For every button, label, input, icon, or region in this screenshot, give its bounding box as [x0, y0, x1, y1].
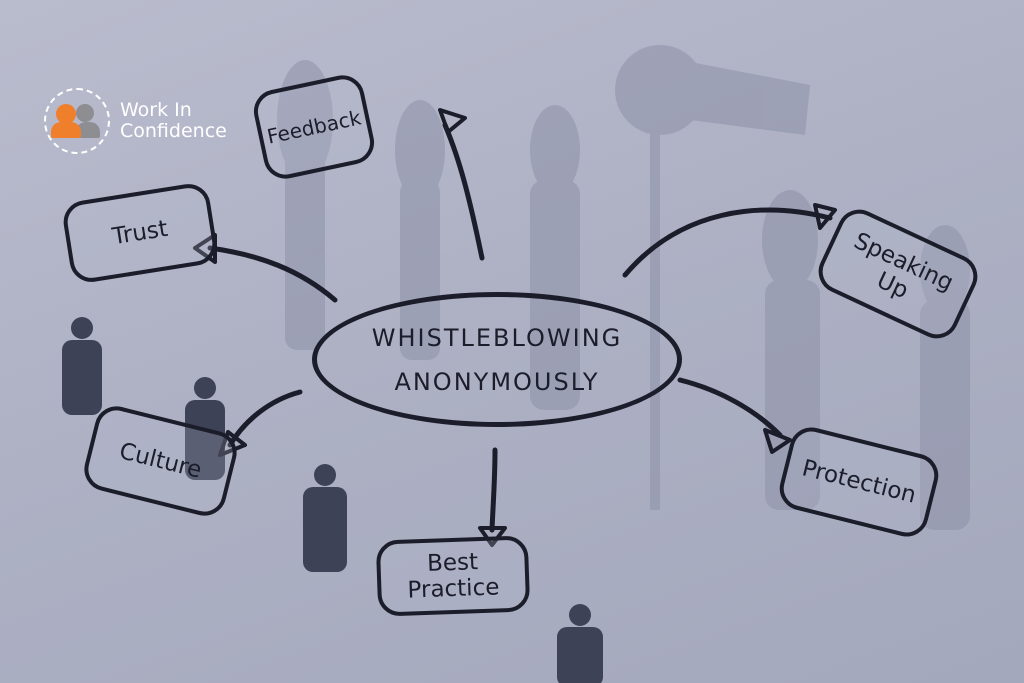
- arrow-culture: [227, 389, 303, 448]
- feedback-label: Feedback: [264, 104, 363, 149]
- shadow-silhouettes: [277, 45, 970, 530]
- best-practice-label-2: Practice: [407, 574, 500, 604]
- central-topic: WHISTLEBLOWING ANONYMOUSLY: [312, 292, 682, 427]
- center-line2: ANONYMOUSLY: [394, 367, 600, 396]
- work-in-confidence-logo: Work In Confidence: [44, 88, 227, 154]
- node-best-practice: Best Practice: [375, 535, 531, 617]
- protection-label: Protection: [799, 455, 919, 509]
- center-line1: WHISTLEBLOWING: [371, 323, 623, 352]
- logo-line1: Work In: [120, 99, 192, 122]
- arrow-trust: [207, 245, 338, 303]
- arrow-feedback: [442, 122, 485, 261]
- arrowheads: [193, 108, 837, 547]
- people-icon: [44, 88, 110, 154]
- arrow-best-practice: [489, 447, 498, 533]
- arrow-protection: [677, 377, 783, 438]
- arrow-speaking-up: [622, 207, 833, 278]
- trust-label: Trust: [110, 215, 170, 250]
- culture-label: Culture: [116, 438, 205, 484]
- logo-line2: Confidence: [120, 120, 227, 142]
- businessmen-figures: [62, 317, 603, 683]
- best-practice-label-1: Best: [426, 548, 479, 577]
